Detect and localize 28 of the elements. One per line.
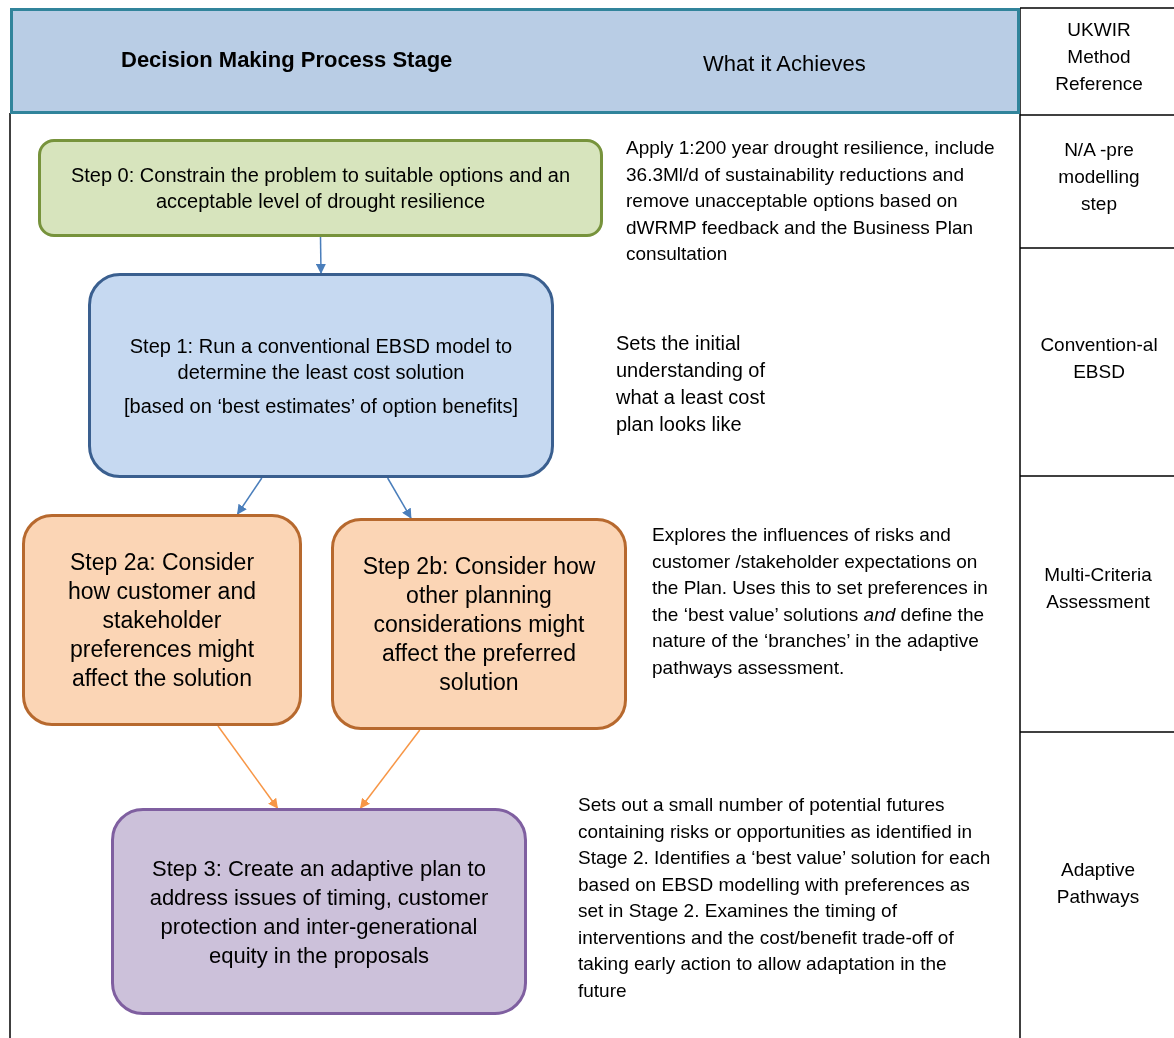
step-text: Step 0: Constrain the problem to suitable options and an acceptable level of drought resilience xyxy=(69,163,572,214)
arrow xyxy=(315,236,326,274)
column-heading: Decision Making Process Stage xyxy=(121,46,453,74)
step-text: Step 3: Create an adaptive plan to address issues of timing, customer protection and inter-generational equity in the proposals xyxy=(148,854,490,970)
header-band xyxy=(10,8,1020,114)
description-text: Explores the influences of risks and customer /stakeholder expectations on the Plan. Uses this to set preferences in the ‘best value’ solutions and define the nature of the ‘branches’ in the adaptive pathways assessment. xyxy=(652,523,989,680)
arrow xyxy=(236,477,263,515)
arrow xyxy=(217,725,279,809)
method-reference: UKWIR Method Reference xyxy=(1054,18,1144,96)
process-box xyxy=(111,808,527,1015)
description-text: Apply 1:200 year drought resilience, include 36.3Ml/d of sustainability reductions and remove unacceptable options based on dWRMP feedback and the Business Plan consultation xyxy=(626,136,996,266)
step-text: Step 1: Run a conventional EBSD model to determine the least cost solution xyxy=(128,333,514,385)
column-heading: What it Achieves xyxy=(703,50,866,78)
arrow xyxy=(359,729,421,809)
process-box xyxy=(88,273,554,478)
step-text: [based on ‘best estimates’ of option benefits] xyxy=(124,393,518,419)
method-reference: Convention-al EBSD xyxy=(1040,333,1158,384)
process-box xyxy=(331,518,627,730)
method-reference: Adaptive Pathways xyxy=(1055,858,1141,909)
process-box xyxy=(38,139,603,237)
arrow xyxy=(386,477,412,519)
description-text: Sets the initial understanding of what a least cost plan looks like xyxy=(616,331,766,437)
description-text: Sets out a small number of potential futures containing risks or opportunities as identified in Stage 2. Identifies a ‘best value’ solution for each based on EBSD modelling with preferences as set in Stage 2. Examines the timing of interventions and the cost/benefit trade-off of taking early action to allow adaptation in the future xyxy=(578,793,992,1003)
process-box xyxy=(22,514,302,726)
step-text: Step 2a: Consider how customer and stakeholder preferences might affect the solution xyxy=(67,547,257,693)
method-reference: Multi-Criteria Assessment xyxy=(1043,563,1153,614)
method-reference: N/A -pre modelling step xyxy=(1057,138,1141,216)
step-text: Step 2b: Consider how other planning considerations might affect the preferred solution xyxy=(362,551,596,697)
